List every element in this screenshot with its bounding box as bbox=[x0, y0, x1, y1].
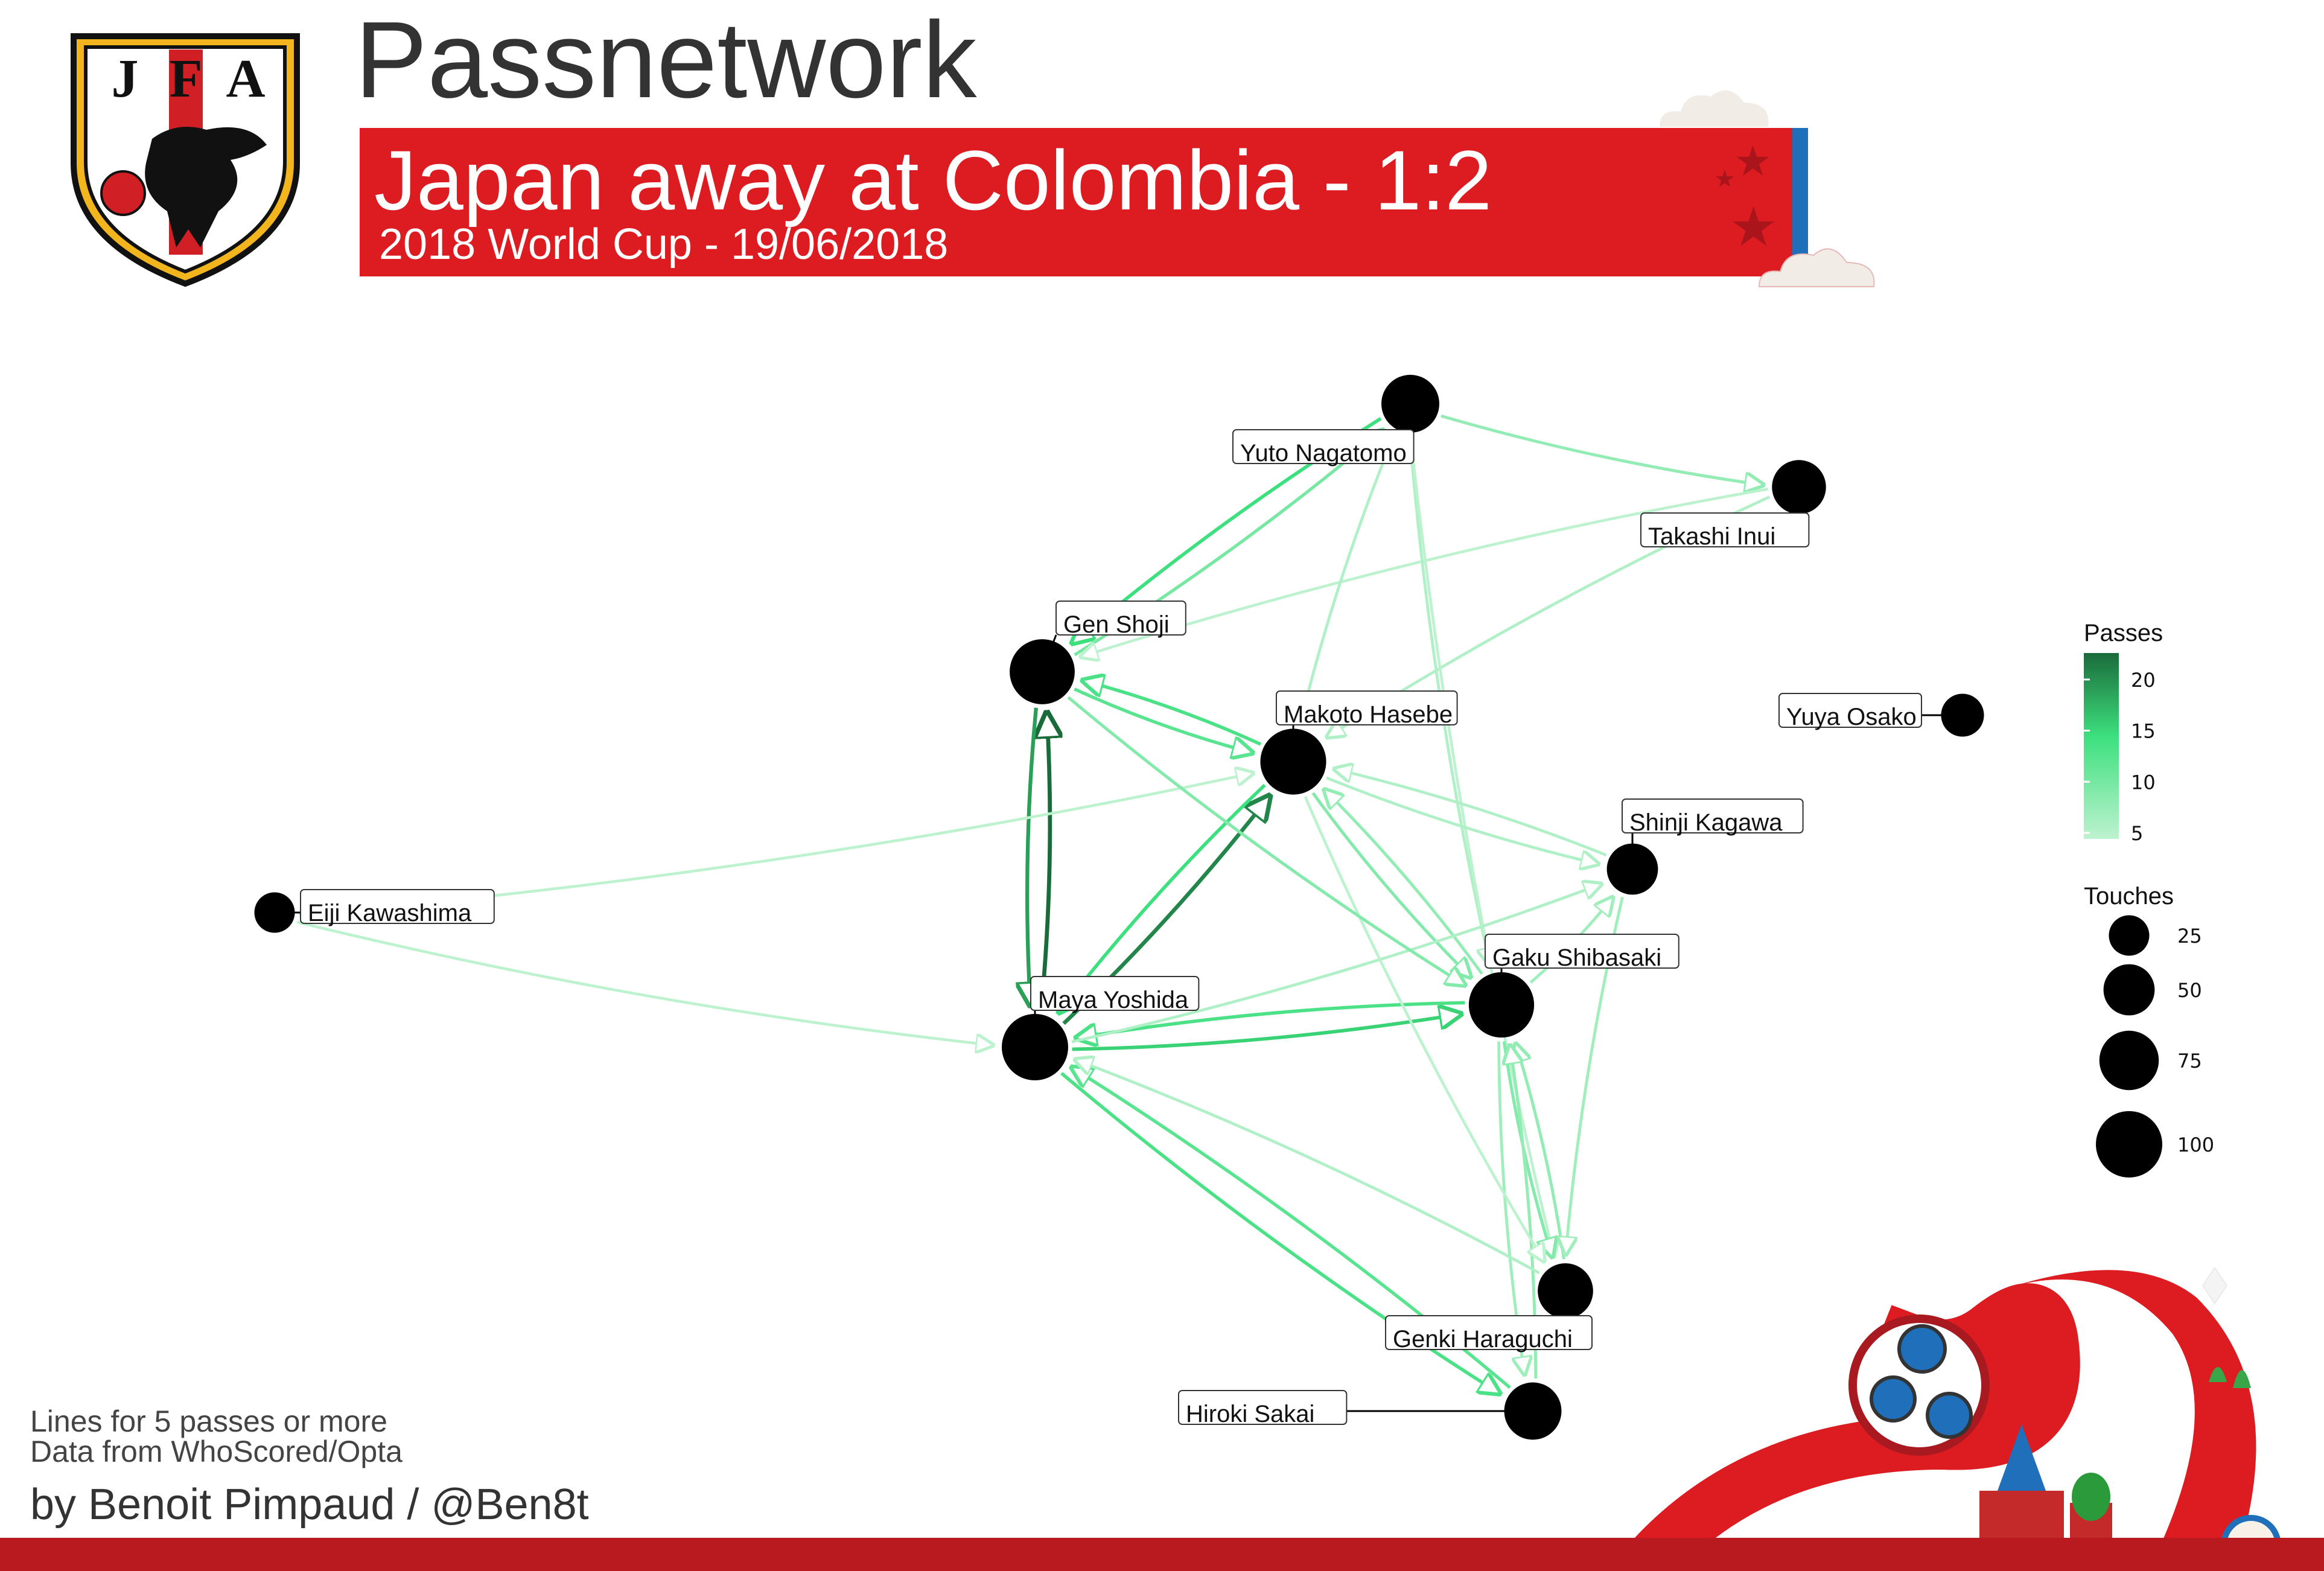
pass-edge bbox=[1324, 789, 1483, 975]
player-node-shibasaki bbox=[1468, 972, 1535, 1038]
subtitle-banner: ★ ★ ★ Japan away at Colombia - 1:2 2018 … bbox=[360, 128, 1808, 276]
pass-edge bbox=[1074, 687, 1252, 753]
player-label-kawashima: Eiji Kawashima bbox=[308, 900, 472, 926]
player-node-inui bbox=[1772, 460, 1826, 514]
jfa-logo: J F A bbox=[71, 33, 300, 287]
pass-edge bbox=[1071, 884, 1601, 1044]
pass-edge bbox=[1041, 713, 1050, 1011]
cloud-icon bbox=[1758, 248, 1875, 287]
player-node-yoshida bbox=[1002, 1014, 1068, 1080]
match-date: 2018 World Cup - 19/06/2018 bbox=[379, 220, 949, 269]
pass-edge bbox=[1326, 776, 1598, 864]
logo-letter-j: J bbox=[112, 49, 139, 109]
player-label-box bbox=[1485, 934, 1679, 969]
player-label-box bbox=[1622, 798, 1804, 833]
legend-touches-circle bbox=[2103, 964, 2155, 1016]
player-label-box bbox=[1055, 601, 1186, 636]
legend-passes-colorbar bbox=[2084, 653, 2119, 839]
legend-touches-circle bbox=[2096, 1111, 2162, 1177]
player-node-osako bbox=[1941, 693, 1984, 737]
match-title: Japan away at Colombia - 1:2 bbox=[374, 133, 1492, 228]
legend-passes-tick-label: 15 bbox=[2131, 720, 2156, 743]
player-node-hasebe bbox=[1260, 728, 1326, 795]
star-icon: ★ bbox=[1714, 166, 1736, 193]
pass-edge bbox=[1075, 1060, 1540, 1275]
legend-touches-title: Touches bbox=[2084, 883, 2174, 910]
bottom-bar bbox=[0, 1538, 2324, 1571]
player-label-shoji: Gen Shoji bbox=[1063, 611, 1170, 638]
player-label-inui: Takashi Inui bbox=[1648, 523, 1775, 550]
player-label-box bbox=[1778, 693, 1922, 728]
player-label-hasebe: Makoto Hasebe bbox=[1284, 701, 1453, 728]
player-label-shibasaki: Gaku Shibasaki bbox=[1492, 945, 1661, 971]
player-node-haraguchi bbox=[1538, 1263, 1593, 1319]
page-title: Passnetwork bbox=[355, 0, 977, 121]
pass-edge bbox=[1076, 1001, 1465, 1037]
player-label-nagatomo: Yuto Nagatomo bbox=[1240, 440, 1407, 467]
pass-edge bbox=[1067, 696, 1465, 985]
legend-passes-tick-label: 20 bbox=[2131, 669, 2156, 692]
pass-edge bbox=[1441, 414, 1763, 485]
pass-edge bbox=[1027, 707, 1036, 1005]
pass-edge bbox=[1409, 436, 1553, 1257]
nodes-layer bbox=[254, 375, 1984, 1440]
pass-edge bbox=[1060, 1072, 1500, 1394]
player-label-yoshida: Maya Yoshida bbox=[1038, 987, 1189, 1013]
banner-stripe bbox=[1792, 128, 1808, 276]
star-icon: ★ bbox=[1734, 138, 1772, 185]
legend-touches-circle bbox=[2099, 1030, 2159, 1091]
legend-passes-tick-label: 5 bbox=[2131, 822, 2143, 845]
legend-touches-label: 100 bbox=[2177, 1133, 2214, 1156]
player-node-kagawa bbox=[1606, 843, 1658, 895]
player-label-box bbox=[1385, 1315, 1593, 1350]
star-icon: ★ bbox=[1729, 197, 1778, 258]
pass-edge bbox=[1301, 432, 1396, 721]
pass-edge bbox=[1083, 680, 1262, 746]
pass-edge bbox=[1516, 1044, 1565, 1260]
logo-letter-f: F bbox=[170, 49, 203, 109]
world-cup-decoration bbox=[1620, 1267, 2281, 1571]
player-label-haraguchi: Genki Haraguchi bbox=[1393, 1326, 1573, 1353]
legend-passes-tick-label: 10 bbox=[2131, 771, 2156, 794]
pass-edge bbox=[1072, 1014, 1461, 1051]
player-label-box bbox=[300, 889, 495, 924]
pass-edge bbox=[296, 920, 993, 1045]
legend-passes-title: Passes bbox=[2084, 620, 2163, 646]
player-label-osako: Yuya Osako bbox=[1786, 704, 1917, 730]
player-label-kagawa: Shinji Kagawa bbox=[1629, 809, 1783, 836]
pass-edge bbox=[1304, 796, 1544, 1261]
player-node-nagatomo bbox=[1381, 375, 1439, 433]
legend-touches-label: 50 bbox=[2177, 979, 2202, 1002]
player-node-shoji bbox=[1010, 639, 1075, 704]
player-label-sakai: Hiroki Sakai bbox=[1186, 1401, 1314, 1427]
player-label-box bbox=[1178, 1390, 1348, 1425]
footnote-source: Data from WhoScored/Opta bbox=[30, 1435, 403, 1468]
legend-touches-circle bbox=[2109, 915, 2150, 956]
player-node-sakai bbox=[1504, 1382, 1562, 1440]
player-node-kawashima bbox=[254, 892, 295, 933]
edges-layer bbox=[296, 414, 1771, 1394]
legend-touches-label: 25 bbox=[2177, 925, 2202, 948]
player-label-box bbox=[1640, 512, 1810, 547]
player-label-box bbox=[1232, 429, 1415, 464]
player-label-box bbox=[1030, 976, 1200, 1011]
pass-edge bbox=[1311, 792, 1471, 977]
footnote-lines: Lines for 5 passes or more bbox=[30, 1404, 387, 1438]
player-label-box bbox=[1276, 690, 1458, 725]
label-leaders-layer bbox=[275, 404, 1963, 1412]
logo-letter-a: A bbox=[226, 49, 266, 109]
legend-touches-label: 75 bbox=[2177, 1050, 2202, 1072]
cloud-icon bbox=[1660, 90, 1769, 127]
pass-edge bbox=[1334, 769, 1607, 856]
author-credit: by Benoit Pimpaud / @Ben8t bbox=[30, 1480, 589, 1529]
